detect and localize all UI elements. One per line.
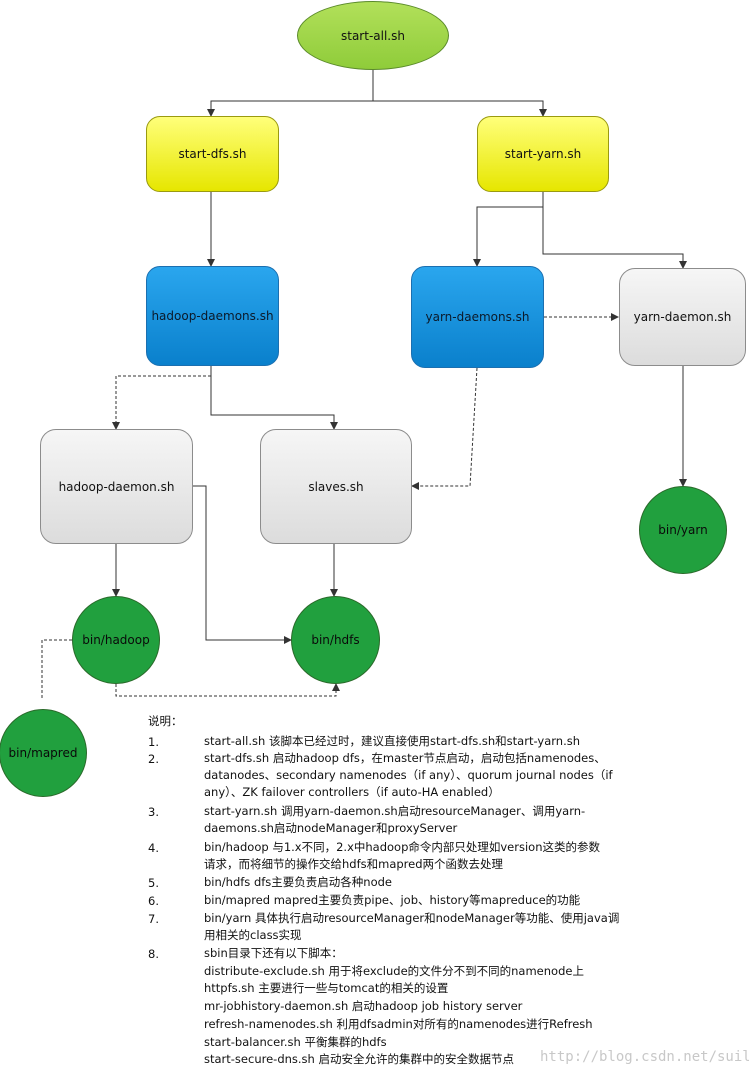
note-5-line-1: bin/hdfs dfs主要负责启动各种node xyxy=(204,875,392,889)
note-4-number: 4. xyxy=(148,841,159,855)
node-hadoop-daemons: hadoop-daemons.sh xyxy=(146,266,279,366)
note-3-line-2: daemons.sh启动nodeManager和proxyServer xyxy=(204,821,458,835)
note-2-line-3: any）、ZK failover controllers（if auto-HA … xyxy=(204,785,500,799)
connector-start-all-to-dfs xyxy=(207,70,374,117)
note-3-line-1: start-yarn.sh 调用yarn-daemon.sh启动resource… xyxy=(204,804,586,818)
node-start-dfs: start-dfs.sh xyxy=(146,116,279,192)
note-1-line-1: start-all.sh 该脚本已经过时，建议直接使用start-dfs.sh和… xyxy=(204,734,581,748)
node-bin-yarn: bin/yarn xyxy=(639,486,727,574)
connector-yarn-to-yarn-daemons xyxy=(473,192,544,267)
note-4-line-2: 请求，而将细节的操作交给hdfs和mapred两个函数去处理 xyxy=(204,857,504,871)
connector-hadoop-daemons-to-slaves xyxy=(210,366,338,430)
connector-bin-hadoop-to-bin-mapred xyxy=(41,639,72,700)
note-6-number: 6. xyxy=(148,894,159,908)
note-2-number: 2. xyxy=(148,752,159,766)
connector-bin-hadoop-to-bin-hdfs xyxy=(115,683,340,697)
note-8-line-6: start-balancer.sh 平衡集群的hdfs xyxy=(204,1035,387,1049)
note-7-line-1: bin/yarn 具体执行启动resourceManager和nodeManag… xyxy=(204,911,620,925)
note-8-line-7: start-secure-dns.sh 启动安全允许的集群中的安全数据节点 xyxy=(204,1052,514,1066)
note-3-number: 3. xyxy=(148,805,159,819)
watermark-text: http://blog.csdn.net/suileisl xyxy=(540,1049,749,1065)
note-5-number: 5. xyxy=(148,876,159,890)
note-4-line-1: bin/hadoop 与1.x不同，2.x中hadoop命令内部只处理如vers… xyxy=(204,840,601,854)
node-hadoop-daemon: hadoop-daemon.sh xyxy=(40,429,193,544)
note-7-line-2: 用相关的class实现 xyxy=(204,928,302,942)
note-2-line-1: start-dfs.sh 启动hadoop dfs，在master节点启动，启动… xyxy=(204,751,606,765)
note-8-line-2: distribute-exclude.sh 用于将exclude的文件分不到不同… xyxy=(204,964,584,978)
node-bin-hadoop: bin/hadoop xyxy=(72,596,160,684)
note-7-number: 7. xyxy=(148,912,159,926)
note-6-line-1: bin/mapred mapred主要负责pipe、job、history等ma… xyxy=(204,893,581,907)
note-8-line-4: mr-jobhistory-daemon.sh 启动hadoop job his… xyxy=(204,999,523,1013)
connector-yarn-daemons-to-slaves xyxy=(411,367,478,490)
node-yarn-daemons: yarn-daemons.sh xyxy=(411,266,544,368)
node-start-yarn: start-yarn.sh xyxy=(477,116,609,192)
note-8-number: 8. xyxy=(148,947,159,961)
note-8-line-1: sbin目录下还有以下脚本： xyxy=(204,946,343,960)
connector-yarn-to-yarn-daemon xyxy=(542,207,687,269)
note-8-line-3: httpfs.sh 主要进行一些与tomcat的相关的设置 xyxy=(204,981,449,995)
connector-hadoop-daemons-to-hadoop-daemon xyxy=(112,366,212,430)
node-slaves: slaves.sh xyxy=(260,429,412,544)
connector-hadoop-daemon-to-bin-hdfs xyxy=(193,485,292,644)
note-8-line-5: refresh-namenodes.sh 利用dfsadmin对所有的namen… xyxy=(204,1017,593,1031)
node-bin-hdfs: bin/hdfs xyxy=(291,596,380,684)
node-start-all: start-all.sh xyxy=(297,1,449,70)
notes-heading: 说明： xyxy=(148,714,183,728)
node-yarn-daemon: yarn-daemon.sh xyxy=(619,268,746,366)
node-bin-mapred: bin/mapred xyxy=(0,709,87,797)
note-1-number: 1. xyxy=(148,735,159,749)
connector-start-all-to-yarn xyxy=(373,100,547,117)
connector-layer xyxy=(41,70,687,700)
note-2-line-2: datanodes、secondary namenodes（if any）、qu… xyxy=(204,768,613,782)
